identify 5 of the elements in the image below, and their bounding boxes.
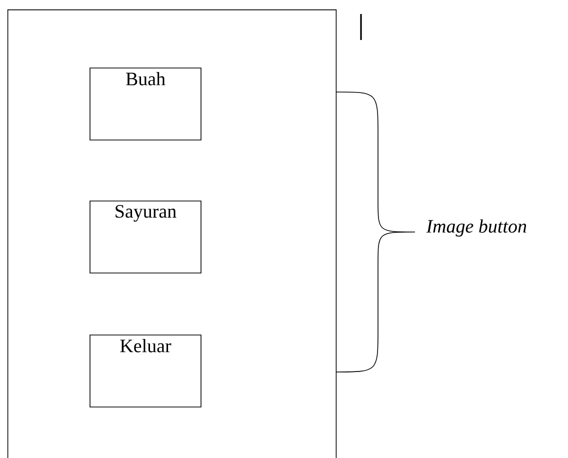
- button-box: Buah: [90, 68, 202, 140]
- button-box: Keluar: [90, 334, 202, 408]
- screen-frame: [7, 9, 337, 458]
- button-box: Sayuran: [90, 200, 202, 274]
- brace-label: Image button: [426, 219, 526, 237]
